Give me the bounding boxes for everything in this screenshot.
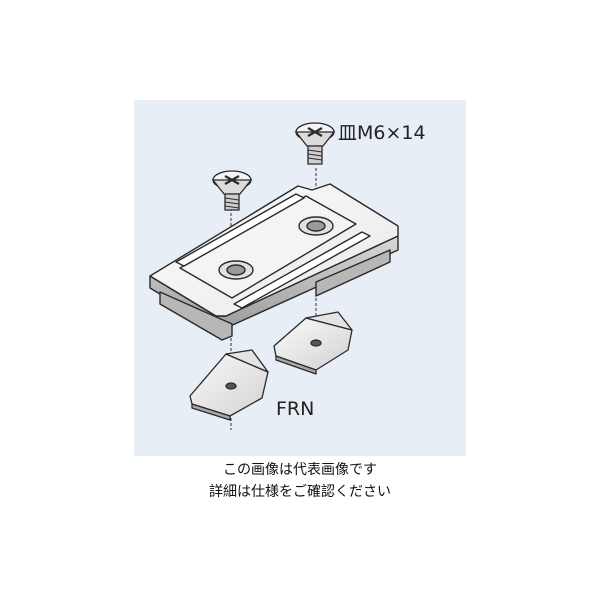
right-screw bbox=[294, 122, 336, 165]
right-channel-nut bbox=[273, 311, 353, 375]
screw-spec-label: 皿M6×14 bbox=[338, 122, 426, 144]
left-screw bbox=[211, 170, 253, 211]
check-specifications-notice: 詳細は仕様をご確認ください bbox=[209, 484, 391, 500]
representative-image-notice: この画像は代表画像です bbox=[223, 462, 377, 478]
nut-part-label: FRN bbox=[276, 398, 315, 420]
mounting-plate bbox=[149, 183, 399, 341]
left-channel-nut bbox=[189, 349, 269, 421]
